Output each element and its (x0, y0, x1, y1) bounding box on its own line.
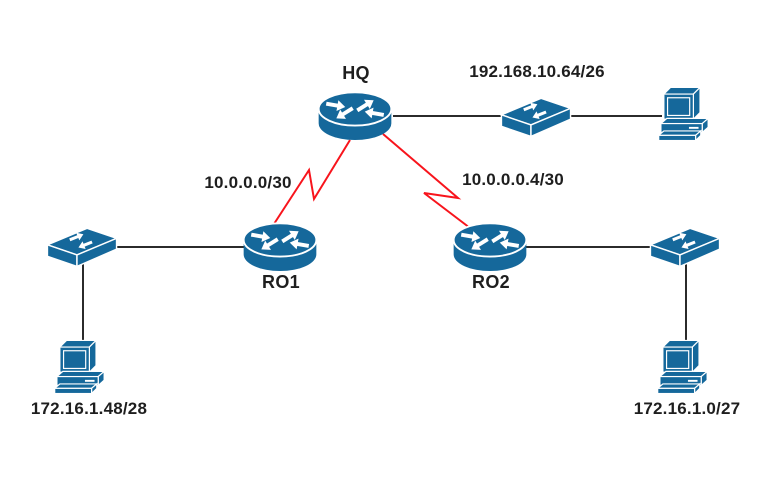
network-label-left-lan: 172.16.1.48/28 (30, 399, 148, 418)
network-label-hq-lan: 192.168.10.64/26 (469, 62, 605, 81)
node-right-pc (654, 336, 716, 395)
node-hq-switch (500, 96, 572, 138)
ro1-router-label: RO1 (262, 272, 300, 292)
router-icon (317, 90, 393, 143)
pc-icon (658, 86, 709, 142)
pc-icon (54, 339, 105, 395)
serial-link-hq-to-ro2 (382, 133, 471, 229)
hq-router-label: HQ (342, 63, 370, 83)
node-left-pc (51, 336, 113, 395)
node-left-switch (46, 226, 118, 268)
serial-link-hq-to-ro1 (271, 139, 351, 228)
node-ro2-router (452, 221, 528, 274)
ro2-router-label: RO2 (472, 272, 510, 292)
router-icon (452, 221, 528, 274)
node-right-switch (649, 226, 721, 268)
router-icon (242, 221, 318, 274)
pc-icon (657, 339, 708, 395)
node-hq-router (317, 90, 393, 143)
network-label-serial-left: 10.0.0.0/30 (204, 173, 292, 192)
network-label-serial-right: 10.0.0.0.4/30 (462, 170, 564, 189)
network-label-right-lan: 172.16.1.0/27 (633, 399, 741, 418)
node-ro1-router (242, 221, 318, 274)
switch-icon (500, 96, 572, 138)
switch-icon (649, 226, 721, 268)
switch-icon (46, 226, 118, 268)
node-hq-pc (655, 83, 717, 142)
